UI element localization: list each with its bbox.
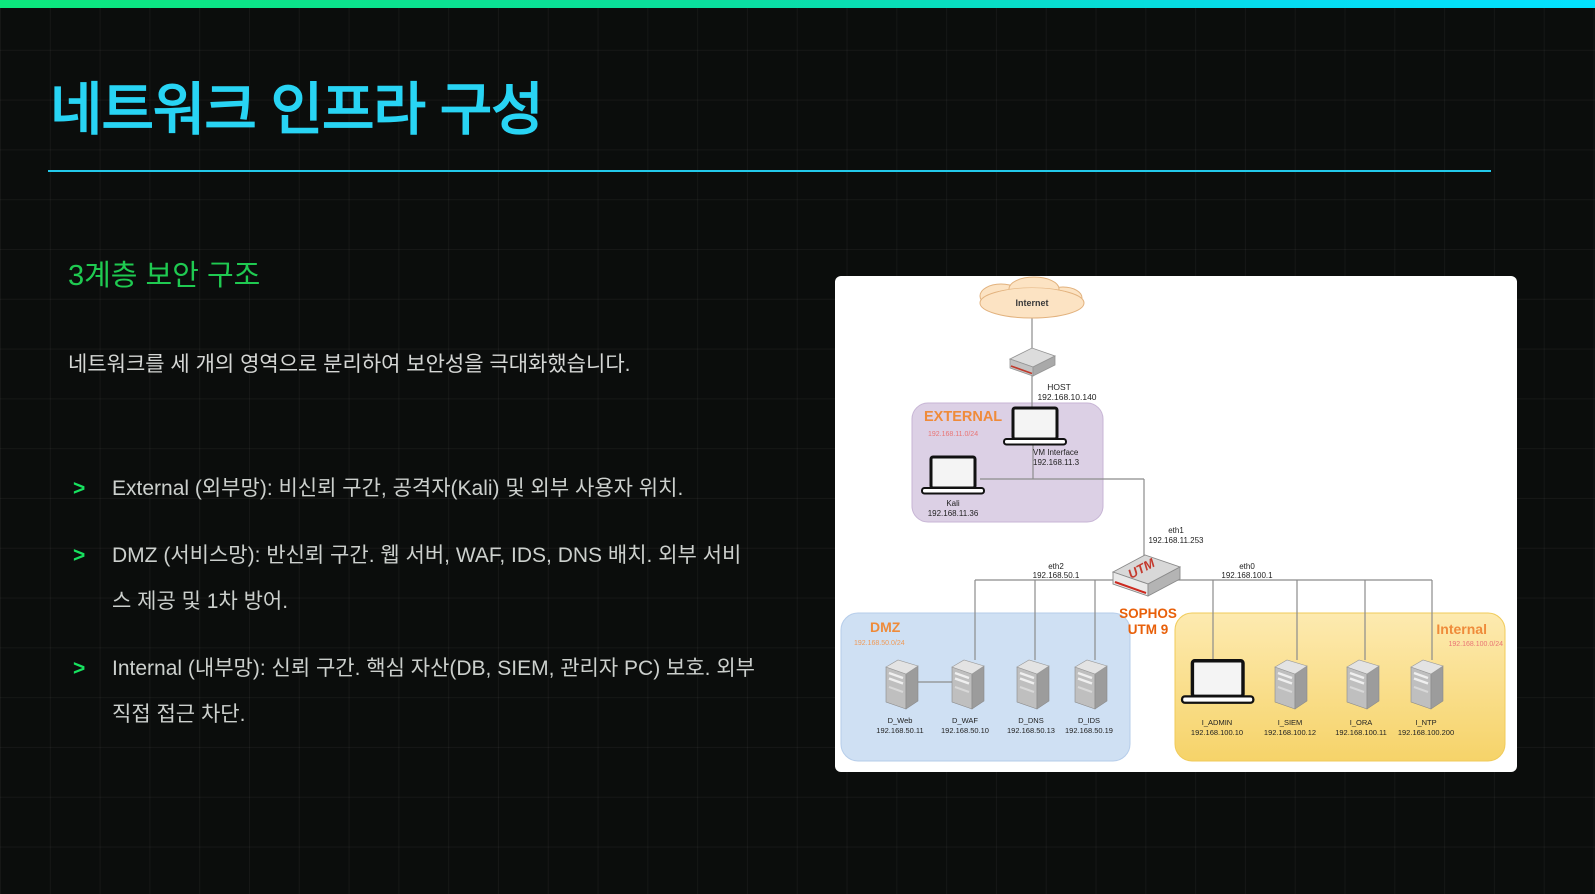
node-ip: 192.168.100.11 (1335, 728, 1387, 737)
kali-ip: 192.168.11.36 (928, 509, 979, 518)
node-ip: 192.168.100.10 (1191, 728, 1243, 737)
node-label: I_SIEM (1278, 718, 1303, 727)
title-divider (48, 170, 1491, 172)
network-topology-image: Internet HOST 192.168.10.140 EXTERNAL 19… (835, 276, 1517, 772)
internal-zone (1174, 612, 1506, 762)
host-name: HOST (1047, 382, 1071, 392)
bullet-marker-icon: > (73, 657, 86, 680)
i-siem-server-icon (1273, 658, 1309, 711)
node-label: I_ORA (1350, 718, 1373, 727)
bullet-marker-icon: > (73, 477, 86, 500)
sophos-caption-line2: UTM 9 (1128, 622, 1169, 637)
vm-interface-ip: 192.168.11.3 (1033, 458, 1080, 467)
host-ip: 192.168.10.140 (1037, 392, 1096, 402)
i-ntp-server-icon (1409, 658, 1445, 711)
eth1-name: eth1 (1168, 526, 1184, 535)
d-waf-server-icon (950, 658, 986, 711)
node-ip: 192.168.50.10 (941, 726, 989, 735)
top-accent-bar (0, 0, 1595, 8)
node-ip: 192.168.50.13 (1007, 726, 1055, 735)
bullet-text: Internal (내부망): 신뢰 구간. 핵심 자산(DB, SIEM, 관… (112, 657, 755, 726)
external-zone-title: EXTERNAL (924, 409, 1002, 425)
kali-name: Kali (946, 499, 960, 508)
internal-zone-subnet: 192.168.100.0/24 (1449, 641, 1504, 648)
dmz-zone-title: DMZ (870, 619, 901, 635)
section-subtitle: 3계층 보안 구조 (68, 260, 261, 292)
internal-zone-title: Internal (1436, 621, 1487, 637)
network-topology-svg: Internet HOST 192.168.10.140 EXTERNAL 19… (840, 276, 1506, 762)
bullet-text: DMZ (서비스망): 반신뢰 구간. 웹 서버, WAF, IDS, DNS … (112, 544, 742, 613)
bullet-list: > External (외부망): 비신뢰 구간, 공격자(Kali) 및 외부… (68, 466, 758, 759)
node-ip: 192.168.100.200 (1398, 728, 1454, 737)
page-title: 네트워크 인프라 구성 (50, 78, 544, 142)
modem-icon (1008, 347, 1057, 377)
bullet-item-dmz: > DMZ (서비스망): 반신뢰 구간. 웹 서버, WAF, IDS, DN… (68, 533, 758, 625)
eth0-ip: 192.168.100.1 (1221, 571, 1273, 580)
node-label: D_DNS (1018, 716, 1043, 725)
dmz-zone (840, 612, 1131, 762)
internet-cloud-icon (979, 276, 1085, 319)
d-web-server-icon (884, 658, 920, 711)
bullet-item-internal: > Internal (내부망): 신뢰 구간. 핵심 자산(DB, SIEM,… (68, 646, 758, 738)
dmz-zone-subnet: 192.168.50.0/24 (854, 640, 905, 647)
sophos-caption-line1: SOPHOS (1119, 606, 1177, 621)
vm-interface-laptop-icon (1002, 406, 1068, 446)
node-label: D_Web (888, 716, 913, 725)
network-links (906, 318, 1433, 683)
node-label: I_ADMIN (1202, 718, 1232, 727)
node-ip: 192.168.50.11 (876, 726, 923, 735)
eth2-ip: 192.168.50.1 (1033, 571, 1080, 580)
intro-text: 네트워크를 세 개의 영역으로 분리하여 보안성을 극대화했습니다. (68, 353, 631, 376)
vm-interface-name: VM Interface (1033, 448, 1079, 457)
node-ip: 192.168.100.12 (1264, 728, 1316, 737)
internet-label: Internet (1015, 298, 1048, 308)
utm-firewall-icon: UTM (1111, 554, 1182, 597)
kali-laptop-icon (920, 455, 986, 495)
i-ora-server-icon (1345, 658, 1381, 711)
external-zone-subnet: 192.168.11.0/24 (928, 431, 978, 438)
i-admin-laptop-icon (1180, 659, 1256, 705)
node-label: I_NTP (1415, 718, 1436, 727)
node-ip: 192.168.50.19 (1065, 726, 1113, 735)
eth0-name: eth0 (1239, 562, 1255, 571)
d-dns-server-icon (1015, 658, 1051, 711)
node-label: D_IDS (1078, 716, 1100, 725)
bullet-marker-icon: > (73, 544, 86, 567)
node-label: D_WAF (952, 716, 978, 725)
bullet-item-external: > External (외부망): 비신뢰 구간, 공격자(Kali) 및 외부… (68, 466, 758, 512)
bullet-text: External (외부망): 비신뢰 구간, 공격자(Kali) 및 외부 사… (112, 477, 684, 500)
eth2-name: eth2 (1048, 562, 1064, 571)
d-ids-server-icon (1073, 658, 1109, 711)
eth1-ip: 192.168.11.253 (1148, 536, 1204, 545)
